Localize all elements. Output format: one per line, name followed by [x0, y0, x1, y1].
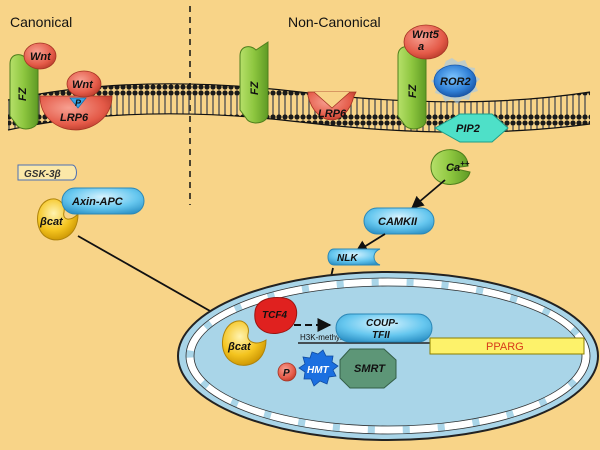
beta-catenin-cytoplasm: βcat: [37, 198, 79, 241]
wnt-ligand-canonical: Wnt: [23, 42, 57, 70]
beta-catenin-nucleus: βcat: [222, 320, 267, 366]
pparg-gene: PPARG: [429, 337, 585, 355]
gsk3b: GSK-3β: [17, 164, 77, 181]
arrow-ca-to-camkii: [411, 179, 446, 209]
nlk-label: NLK: [337, 253, 358, 264]
pip2: PIP2: [433, 113, 509, 143]
fz-receptor-2: FZ: [239, 41, 269, 124]
lrp6-non-canonical: LRP6: [307, 91, 357, 121]
nlk: NLK: [327, 248, 381, 266]
phospho-p-nucleus: P: [277, 362, 297, 382]
fz-receptor-3: FZ: [397, 41, 427, 130]
wnt5a-label-2: a: [418, 41, 424, 53]
smrt: SMRT: [339, 348, 397, 389]
tcf4: TCF4: [254, 297, 298, 334]
calcium-ion: Ca++: [430, 149, 471, 185]
wnt-label-top: Wnt: [30, 51, 52, 63]
lrp6-canonical: LRP6: [39, 95, 113, 131]
wnt5a-ligand: Wnt5 a: [403, 24, 449, 60]
gsk3b-label: GSK-3β: [24, 169, 61, 180]
hmt-label: HMT: [307, 365, 330, 376]
lrp6-label-1: LRP6: [60, 112, 89, 124]
camkii: CAMKII: [363, 207, 435, 235]
pparg-label: PPARG: [486, 341, 524, 353]
fz-label-3: FZ: [407, 83, 419, 98]
phospho-p-small: P: [69, 97, 87, 109]
fz-label-1: FZ: [17, 86, 29, 101]
canonical-title: Canonical: [10, 14, 72, 30]
h3k-label: H3K-methyl: [300, 333, 342, 342]
smrt-label: SMRT: [354, 363, 386, 375]
lrp6-label-2: LRP6: [318, 108, 347, 120]
camkii-label: CAMKII: [378, 216, 418, 228]
axin-apc-label: Axin-APC: [71, 196, 124, 208]
p-small-label: P: [75, 98, 82, 108]
ca-label: Ca++: [446, 159, 470, 174]
wnt-label-bound: Wnt: [72, 79, 94, 91]
coup-label-2: TFII: [372, 330, 390, 341]
fz-receptor-canonical: FZ: [9, 49, 39, 130]
hmt: HMT: [298, 349, 339, 387]
pip2-label: PIP2: [456, 123, 480, 135]
non-canonical-title: Non-Canonical: [288, 14, 381, 30]
p-nucleus-label: P: [283, 368, 290, 379]
ror2-label: ROR2: [440, 76, 471, 88]
axin-apc: Axin-APC: [61, 187, 145, 215]
bcat-label-2: βcat: [227, 341, 252, 353]
wnt-bound-lrp6: Wnt: [66, 70, 102, 98]
wnt5a-label-1: Wnt5: [412, 29, 440, 41]
ror2-receptor: ROR2: [431, 58, 480, 104]
fz-label-2: FZ: [249, 80, 261, 95]
bcat-label-1: βcat: [39, 216, 64, 228]
coup-label-1: COUP-: [366, 318, 399, 329]
tcf4-label: TCF4: [262, 310, 287, 321]
coup-tfii: COUP- TFII: [335, 313, 433, 343]
